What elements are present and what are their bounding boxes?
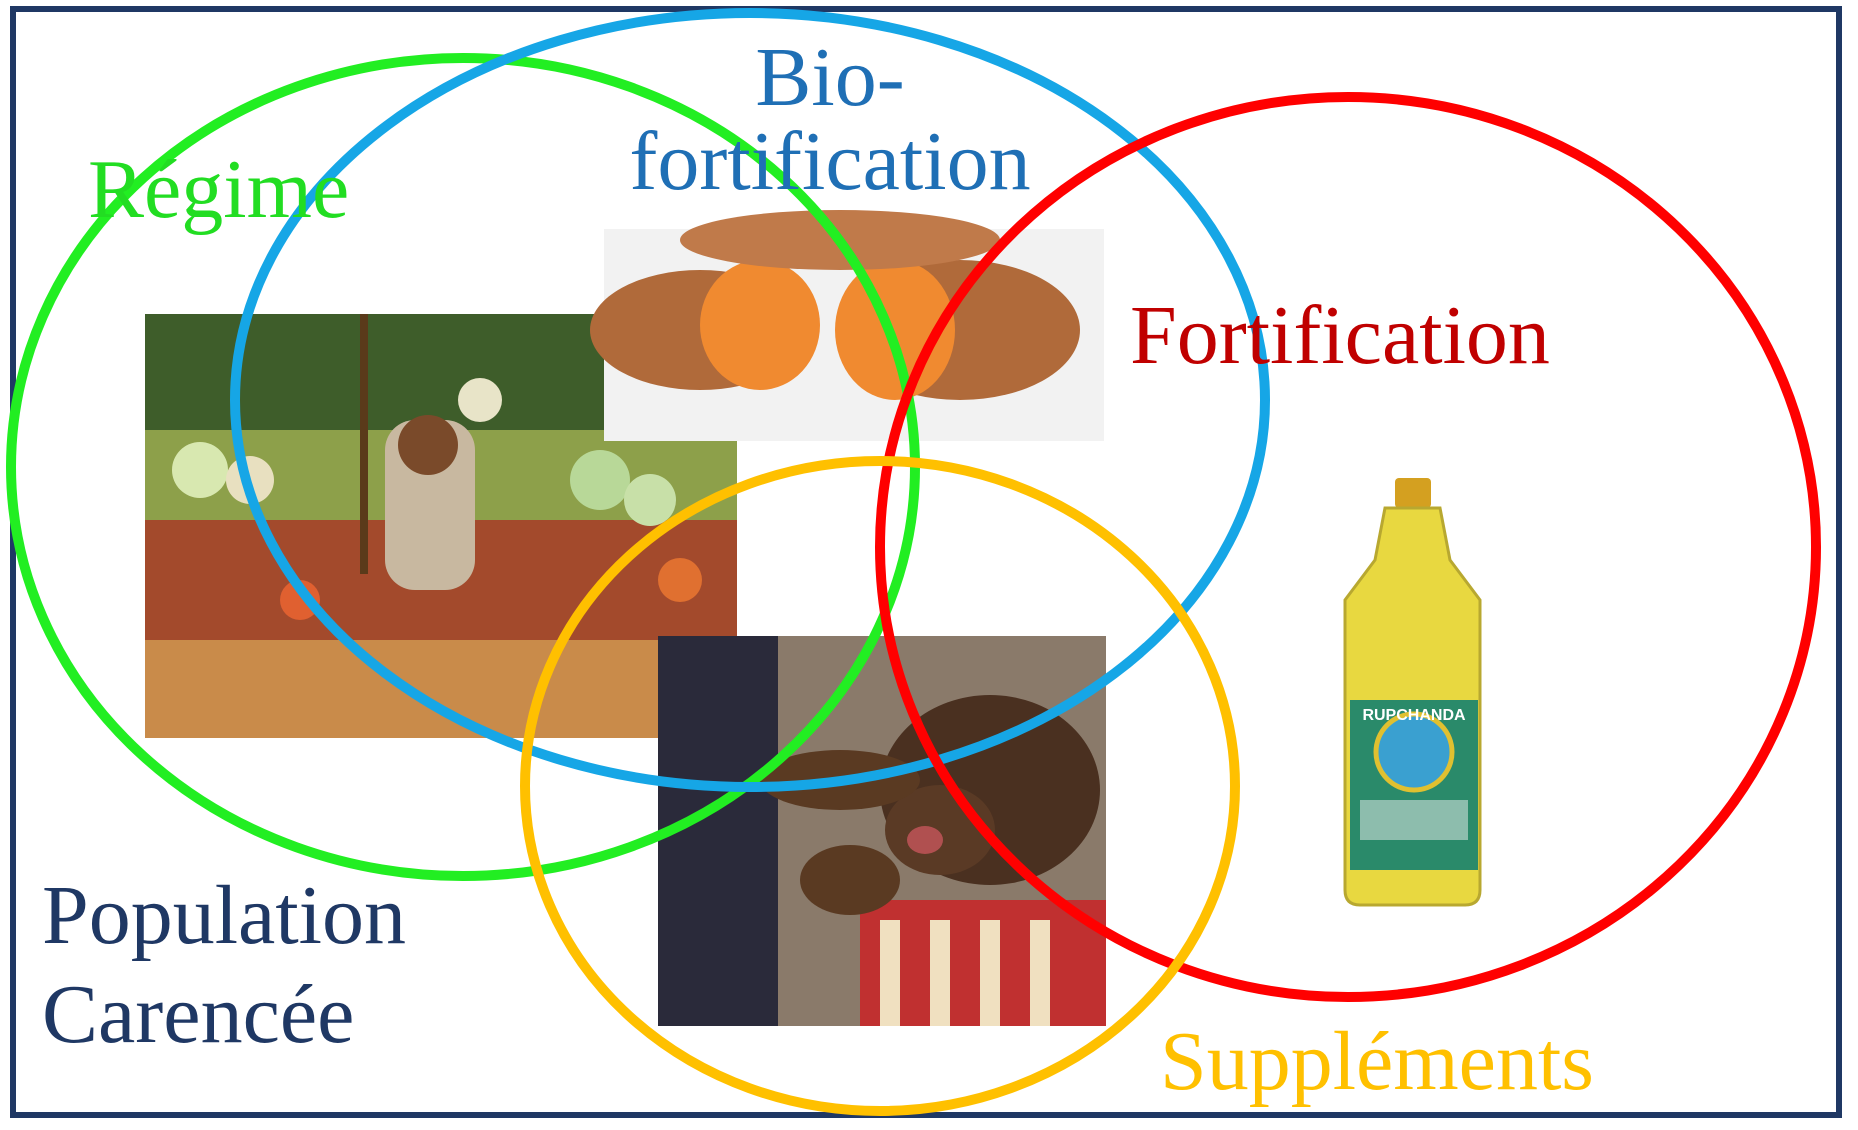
biofortification-circle — [230, 8, 1270, 792]
fortification-circle — [875, 92, 1821, 1002]
biofortification-label-line2: fortification — [629, 115, 1031, 208]
population-label: Population Carencée — [42, 866, 406, 1064]
supplements-circle — [520, 456, 1240, 1116]
sweet-potato-photo — [590, 210, 1104, 441]
oil-bottle-brand: RUPCHANDA — [1362, 707, 1466, 724]
population-label-line2: Carencée — [42, 968, 355, 1062]
supplements-label: Suppléments — [1160, 1015, 1594, 1108]
fortification-label: Fortification — [1130, 289, 1550, 382]
biofortification-label: Bio- fortification — [600, 36, 1060, 204]
child-supplement-photo — [658, 636, 1106, 1026]
population-label-line1: Population — [42, 869, 407, 962]
regime-label: Régime — [88, 143, 350, 236]
market-photo — [145, 314, 737, 738]
biofortification-label-line1: Bio- — [755, 31, 905, 124]
oil-bottle-photo: RUPCHANDA — [1343, 478, 1482, 907]
